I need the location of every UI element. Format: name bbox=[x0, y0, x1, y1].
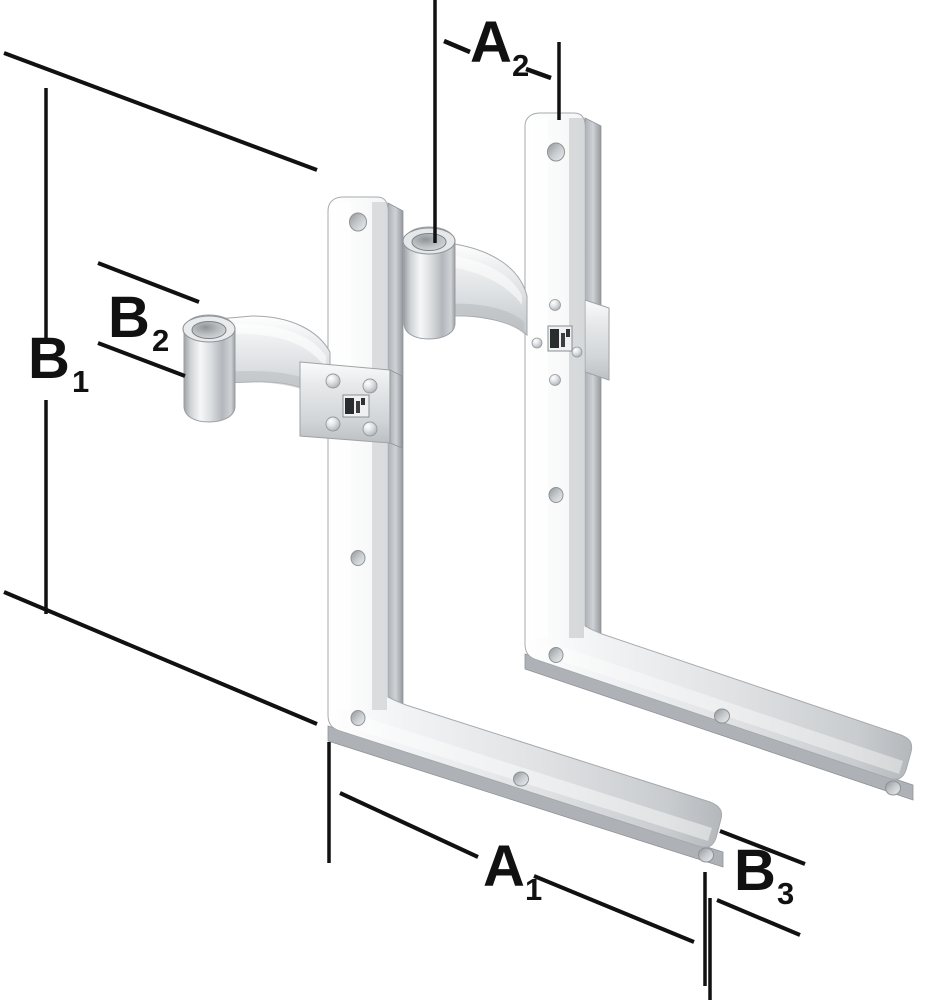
front-mounting-plate-edge bbox=[389, 369, 403, 449]
front-hinge-assembly bbox=[182, 314, 403, 449]
rear-marking-stamp bbox=[547, 325, 573, 352]
front-barrel-bore bbox=[191, 321, 227, 339]
rear-hinge-assembly bbox=[402, 226, 528, 340]
dimension-B2 bbox=[97, 261, 200, 378]
b1-upper-dim-line bbox=[3, 51, 318, 172]
rear-rivets bbox=[531, 299, 583, 386]
b2-upper-dim-line bbox=[97, 261, 200, 304]
rear-bracket-holes bbox=[547, 142, 901, 796]
front-bracket-holes bbox=[349, 212, 714, 863]
rear-leg-shade bbox=[569, 118, 584, 638]
rear-arm-highlight bbox=[541, 641, 903, 774]
label-B2-subscript: 2 bbox=[152, 323, 169, 358]
a1-leader-right bbox=[533, 874, 695, 944]
rear-leg-highlight bbox=[531, 118, 548, 638]
front-bracket bbox=[182, 196, 724, 868]
dimension-B1 bbox=[3, 51, 318, 726]
b3-lower-dim-line bbox=[716, 898, 801, 937]
label-A2-subscript: 2 bbox=[512, 48, 529, 83]
dimension-labels: B 1 B 2 A 2 A 1 B 3 bbox=[28, 10, 794, 911]
a2-leader-left bbox=[443, 38, 471, 55]
b3-upper-dim-line bbox=[719, 829, 806, 866]
label-B1-letter: B bbox=[28, 326, 70, 391]
dimension-B3 bbox=[708, 829, 806, 1000]
rear-hinge-barrel bbox=[403, 226, 456, 340]
label-B3-letter: B bbox=[734, 838, 776, 903]
label-B1-subscript: 1 bbox=[72, 364, 89, 399]
dimension-A1 bbox=[327, 742, 707, 986]
front-leg-highlight bbox=[334, 202, 351, 710]
dimension-label-A1: A 1 bbox=[483, 834, 542, 907]
dimension-label-B1: B 1 bbox=[28, 326, 89, 399]
b1-lower-dim-line bbox=[3, 590, 318, 726]
dimension-A2 bbox=[433, 0, 561, 243]
front-rivets bbox=[325, 373, 378, 437]
dimension-label-B2: B 2 bbox=[108, 285, 169, 358]
front-vertical-leg-thickness bbox=[387, 202, 404, 743]
label-B2-letter: B bbox=[108, 285, 150, 350]
front-marking-stamp bbox=[342, 394, 370, 418]
label-B3-subscript: 3 bbox=[777, 876, 794, 911]
dimension-label-A2: A 2 bbox=[470, 10, 529, 83]
front-bracket-body bbox=[327, 196, 723, 848]
dimension-label-B3: B 3 bbox=[734, 838, 794, 911]
rear-mounting-plate bbox=[584, 299, 610, 381]
label-A2-letter: A bbox=[470, 10, 512, 75]
label-A1-letter: A bbox=[483, 834, 525, 899]
a1-leader-left bbox=[339, 791, 479, 859]
rear-bracket bbox=[402, 112, 914, 801]
rear-barrel-bore bbox=[411, 233, 447, 251]
rear-vertical-leg-thickness bbox=[584, 117, 602, 673]
front-hinge-barrel bbox=[183, 314, 236, 423]
front-leg-shade bbox=[372, 202, 387, 710]
label-A1-subscript: 1 bbox=[525, 872, 542, 907]
rear-bracket-body bbox=[524, 112, 913, 780]
a2-leader-right bbox=[525, 66, 552, 81]
b2-lower-dim-line bbox=[97, 341, 186, 378]
